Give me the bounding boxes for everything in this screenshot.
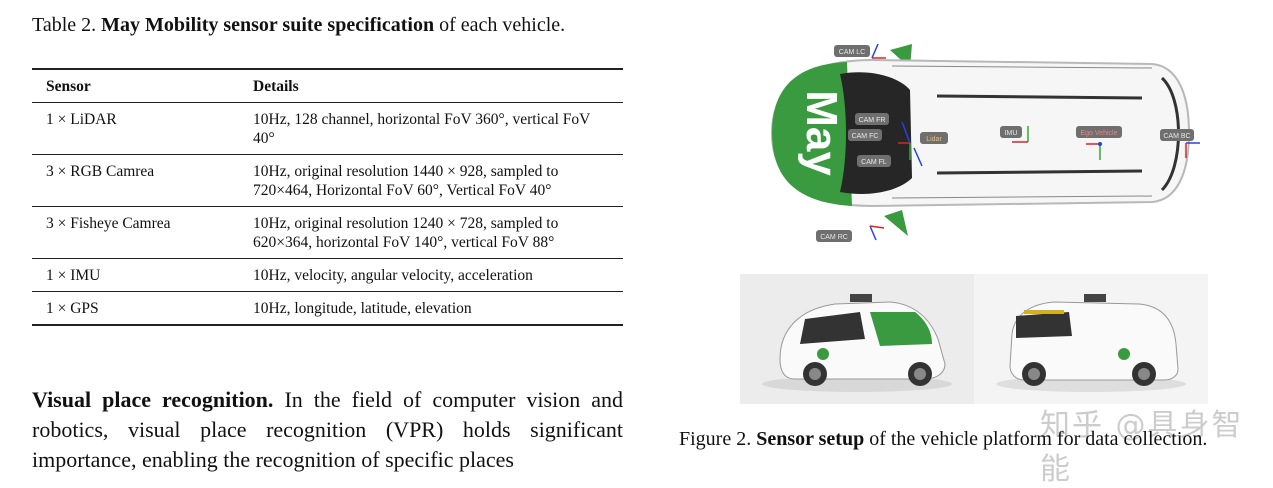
table-row: 1 × LiDAR 10Hz, 128 channel, horizontal …	[32, 102, 623, 154]
table-caption: Table 2. May Mobility sensor suite speci…	[32, 14, 565, 37]
axes-cam-lc	[871, 43, 886, 59]
label-ego-vehicle: Ego Vehicle	[1076, 126, 1122, 138]
axes-front-cluster	[898, 121, 923, 167]
right-mirror	[884, 210, 908, 236]
row-details: 10Hz, original resolution 1240 × 728, sa…	[253, 214, 559, 251]
header-details: Details	[253, 78, 299, 95]
label-cam-rc: CAM RC	[816, 230, 852, 242]
roof-rail-right	[936, 169, 1143, 175]
figure-caption-title: Sensor setup	[756, 428, 865, 450]
svg-text:IMU: IMU	[1005, 130, 1018, 137]
axes-cam-bc	[1185, 142, 1200, 158]
table-row: 3 × Fisheye Camrea 10Hz, original resolu…	[32, 206, 623, 258]
svg-text:Ego Vehicle: Ego Vehicle	[1081, 130, 1118, 137]
hood-wrap	[772, 62, 852, 206]
row-details: 10Hz, original resolution 1440 × 928, sa…	[253, 162, 559, 199]
paragraph-heading: Visual place recognition.	[32, 387, 274, 412]
row-details: 10Hz, longitude, latitude, elevation	[253, 299, 472, 317]
table-caption-prefix: Table 2.	[32, 14, 97, 36]
svg-text:CAM RC: CAM RC	[820, 234, 848, 241]
table-header-row: Sensor Details	[32, 69, 623, 102]
label-cam-fl: CAM FL	[857, 155, 891, 167]
label-imu: IMU	[1000, 126, 1022, 138]
table-caption-suffix: of each vehicle.	[439, 14, 566, 36]
row-sensor: 1 × GPS	[46, 299, 99, 317]
table-row: 1 × GPS 10Hz, longitude, latitude, eleva…	[32, 291, 623, 325]
figure-caption-prefix: Figure 2.	[679, 428, 752, 450]
table-caption-title: May Mobility sensor suite specification	[101, 14, 435, 36]
paragraph-text: In the field of computer vision and robo…	[32, 387, 623, 472]
label-cam-fr: CAM FR	[855, 113, 889, 125]
label-cam-lc: CAM LC	[834, 45, 870, 57]
label-lidar: Lidar	[920, 132, 948, 144]
may-logo: May	[797, 90, 846, 176]
door-line-left	[891, 65, 1153, 69]
vehicle-top-view-diagram: May CAM LC CAM FR CAM FC CAM FL Lidar IM…	[770, 43, 1200, 242]
axes-imu	[1012, 126, 1029, 143]
roof-rail-left	[936, 94, 1143, 100]
row-sensor: 3 × RGB Camrea	[46, 162, 155, 180]
svg-text:CAM FL: CAM FL	[861, 159, 887, 166]
svg-text:Lidar: Lidar	[926, 136, 942, 143]
svg-text:CAM FR: CAM FR	[859, 117, 886, 124]
axes-cam-rc	[869, 225, 885, 241]
figure-caption-suffix: of the vehicle platform for data collect…	[869, 428, 1208, 450]
svg-text:CAM BC: CAM BC	[1163, 133, 1190, 140]
row-sensor: 1 × LiDAR	[46, 110, 117, 128]
figure-caption: Figure 2. Sensor setup of the vehicle pl…	[679, 428, 1207, 451]
svg-text:CAM LC: CAM LC	[839, 49, 865, 56]
axes-ego	[1086, 142, 1102, 160]
door-line-right	[891, 195, 1153, 199]
vehicle-rear-photo	[974, 274, 1208, 404]
header-sensor: Sensor	[46, 78, 91, 95]
vehicle-front-photo	[740, 274, 974, 404]
sensor-spec-table: Sensor Details 1 × LiDAR 10Hz, 128 chann…	[32, 68, 623, 326]
table-row: 3 × RGB Camrea 10Hz, original resolution…	[32, 154, 623, 206]
row-details: 10Hz, velocity, angular velocity, accele…	[253, 266, 533, 284]
svg-text:CAM FC: CAM FC	[852, 133, 879, 140]
row-sensor: 3 × Fisheye Camrea	[46, 214, 171, 232]
table-row: 1 × IMU 10Hz, velocity, angular velocity…	[32, 258, 623, 291]
row-details: 10Hz, 128 channel, horizontal FoV 360°, …	[253, 110, 591, 147]
row-sensor: 1 × IMU	[46, 266, 101, 284]
label-cam-bc: CAM BC	[1160, 129, 1194, 141]
label-cam-fc: CAM FC	[848, 129, 882, 141]
watermark: 知乎 @具身智能	[1040, 408, 1244, 487]
vpr-paragraph: Visual place recognition. In the field o…	[32, 385, 623, 475]
